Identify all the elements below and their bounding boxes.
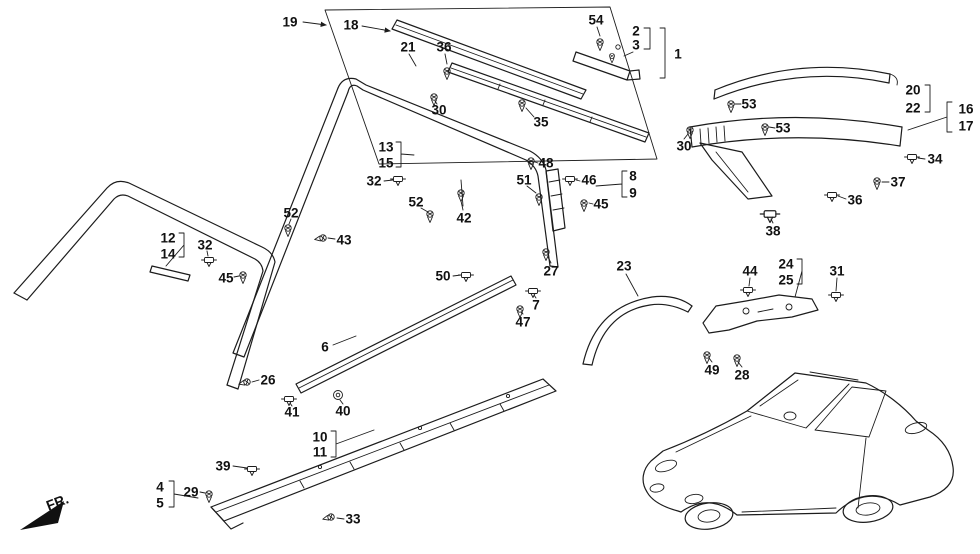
wheel-arch-molding [582, 295, 693, 366]
door-opening-molding-frame [232, 77, 566, 358]
leader-lines [165, 21, 953, 520]
assembly-box [324, 6, 658, 165]
fastener-symbols [201, 38, 920, 523]
quarter-molding-strips [689, 66, 903, 200]
rear-bracket-garnish [702, 294, 819, 334]
roof-molding-strips [391, 19, 650, 143]
fr-direction-arrow [20, 501, 64, 530]
side-sill-garnish [210, 378, 557, 530]
car-outline-drawing [642, 371, 954, 530]
lower-molding-strip [295, 275, 517, 394]
windshield-molding-frame [13, 180, 276, 390]
